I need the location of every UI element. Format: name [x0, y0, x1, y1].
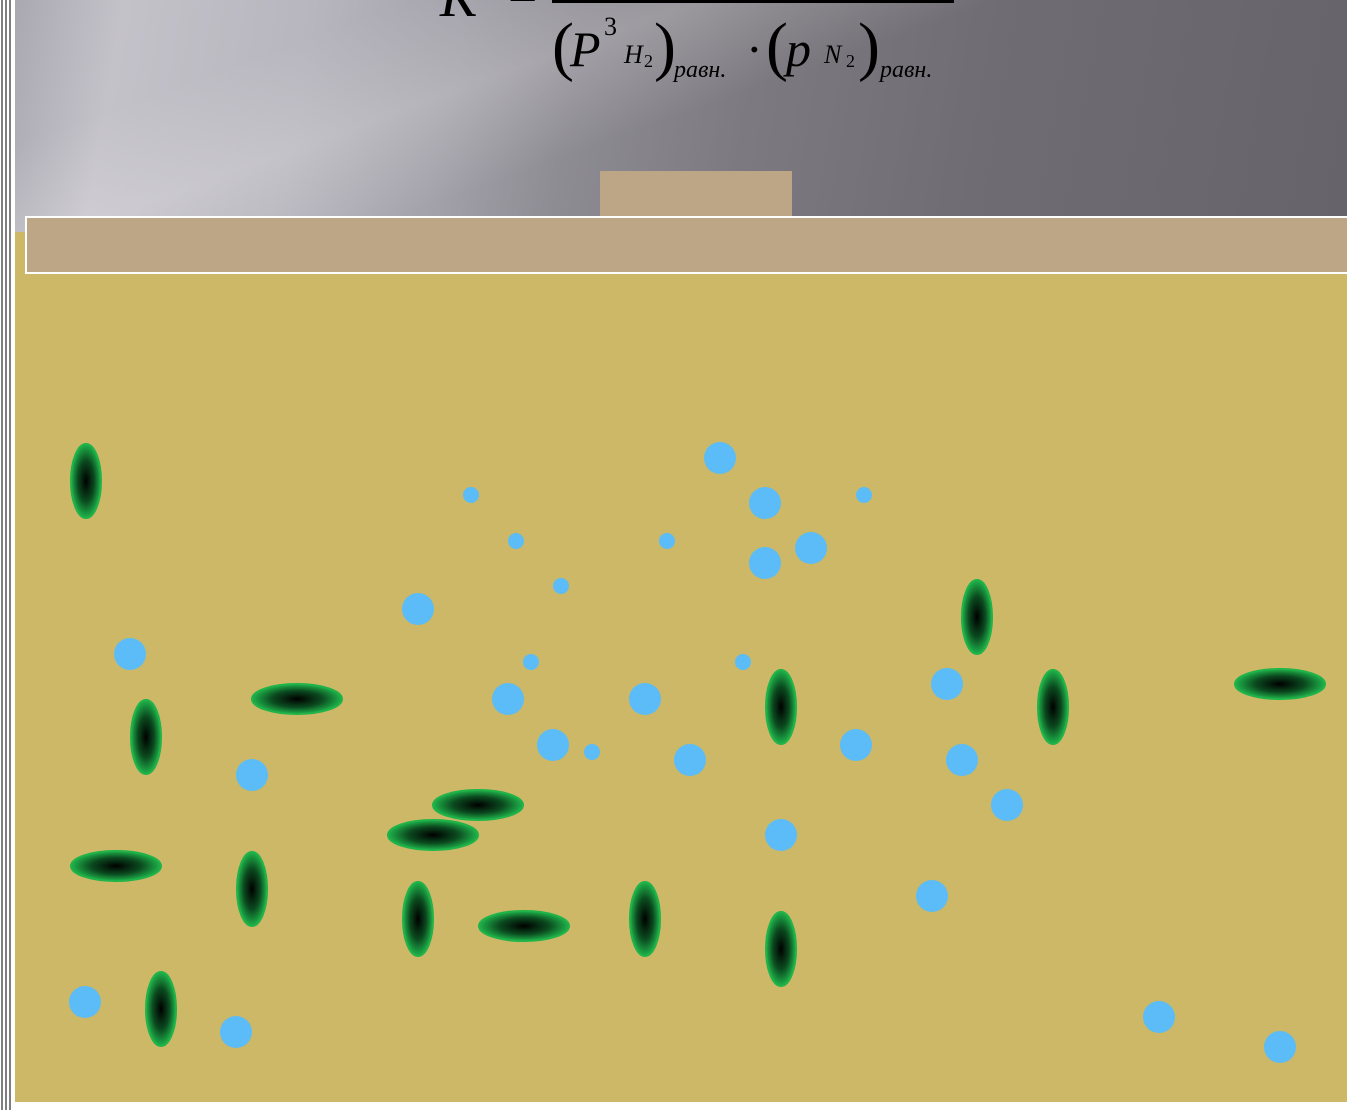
hydrogen-molecule-large [236, 759, 268, 791]
hydrogen-molecule-large [220, 1016, 252, 1048]
pressure-h2-power: 3 [604, 12, 617, 41]
hydrogen-molecule-small [523, 654, 539, 670]
formula-equals-sign: = [508, 0, 537, 22]
hydrogen-molecule-large [1264, 1031, 1296, 1063]
hydrogen-molecule-large [840, 729, 872, 761]
hydrogen-molecule-large [114, 638, 146, 670]
hydrogen-molecule-small [553, 578, 569, 594]
hydrogen-molecule-large [765, 819, 797, 851]
hydrogen-molecule-large [704, 442, 736, 474]
nitrogen-molecule-vertical [236, 851, 268, 927]
paren-open-1: ( [552, 10, 574, 83]
nitrogen-molecule-vertical [765, 669, 797, 745]
hydrogen-molecule-large [537, 729, 569, 761]
pressure-h2-eq-label: равн. [674, 57, 727, 83]
hydrogen-molecule-large [931, 668, 963, 700]
hydrogen-molecule-large [629, 683, 661, 715]
pressure-n2-subscript-index: 2 [846, 51, 855, 71]
formula-k-symbol: K [440, 0, 477, 26]
hydrogen-molecule-large [492, 683, 524, 715]
nitrogen-molecule-vertical [402, 881, 434, 957]
nitrogen-molecule-vertical [765, 911, 797, 987]
nitrogen-molecule-horizontal [70, 850, 162, 882]
pressure-n2-subscript: N [824, 40, 842, 69]
fraction-bar [552, 0, 954, 3]
nitrogen-molecule-vertical [145, 971, 177, 1047]
hydrogen-molecule-large [69, 986, 101, 1018]
reaction-vessel [14, 232, 1347, 1104]
piston-rod [600, 171, 792, 218]
frame-line [5, 0, 7, 1110]
hydrogen-molecule-large [1143, 1001, 1175, 1033]
nitrogen-molecules [70, 443, 1326, 1047]
hydrogen-molecule-small [735, 654, 751, 670]
hydrogen-molecule-large [991, 789, 1023, 821]
hydrogen-molecule-large [749, 487, 781, 519]
frame-line [9, 0, 11, 1110]
piston-plate [25, 216, 1347, 274]
equilibrium-constant-formula: K = ( P 3 H 2 ) равн. · ( p N 2 ) равн. [0, 0, 1347, 100]
pressure-h2-subscript: H [624, 40, 643, 69]
hydrogen-molecule-large [795, 532, 827, 564]
hydrogen-molecule-small [856, 487, 872, 503]
nitrogen-molecule-vertical [130, 699, 162, 775]
frame-line [1, 0, 3, 1110]
nitrogen-molecule-vertical [629, 881, 661, 957]
pressure-n2-symbol: p [786, 21, 811, 77]
nitrogen-molecule-horizontal [387, 819, 479, 851]
nitrogen-molecule-vertical [1037, 669, 1069, 745]
pressure-h2-subscript-index: 2 [644, 51, 653, 71]
hydrogen-molecule-large [946, 744, 978, 776]
hydrogen-molecule-small [659, 533, 675, 549]
pressure-n2-eq-label: равн. [880, 57, 933, 83]
hydrogen-molecule-small [584, 744, 600, 760]
hydrogen-molecule-large [749, 547, 781, 579]
hydrogen-molecule-small [508, 533, 524, 549]
hydrogen-molecule-large [674, 744, 706, 776]
nitrogen-molecule-horizontal [1234, 668, 1326, 700]
paren-open-2: ( [766, 10, 788, 83]
hydrogen-molecules [69, 442, 1296, 1063]
nitrogen-molecule-vertical [70, 443, 102, 519]
multiply-sign: · [746, 21, 763, 77]
paren-close-2: ) [858, 10, 880, 83]
nitrogen-molecule-horizontal [432, 789, 524, 821]
nitrogen-molecule-horizontal [478, 910, 570, 942]
pressure-h2-symbol: P [570, 21, 601, 77]
nitrogen-molecule-vertical [961, 579, 993, 655]
hydrogen-molecule-large [916, 880, 948, 912]
nitrogen-molecule-horizontal [251, 683, 343, 715]
hydrogen-molecule-small [463, 487, 479, 503]
paren-close-1: ) [654, 10, 676, 83]
hydrogen-molecule-large [402, 593, 434, 625]
